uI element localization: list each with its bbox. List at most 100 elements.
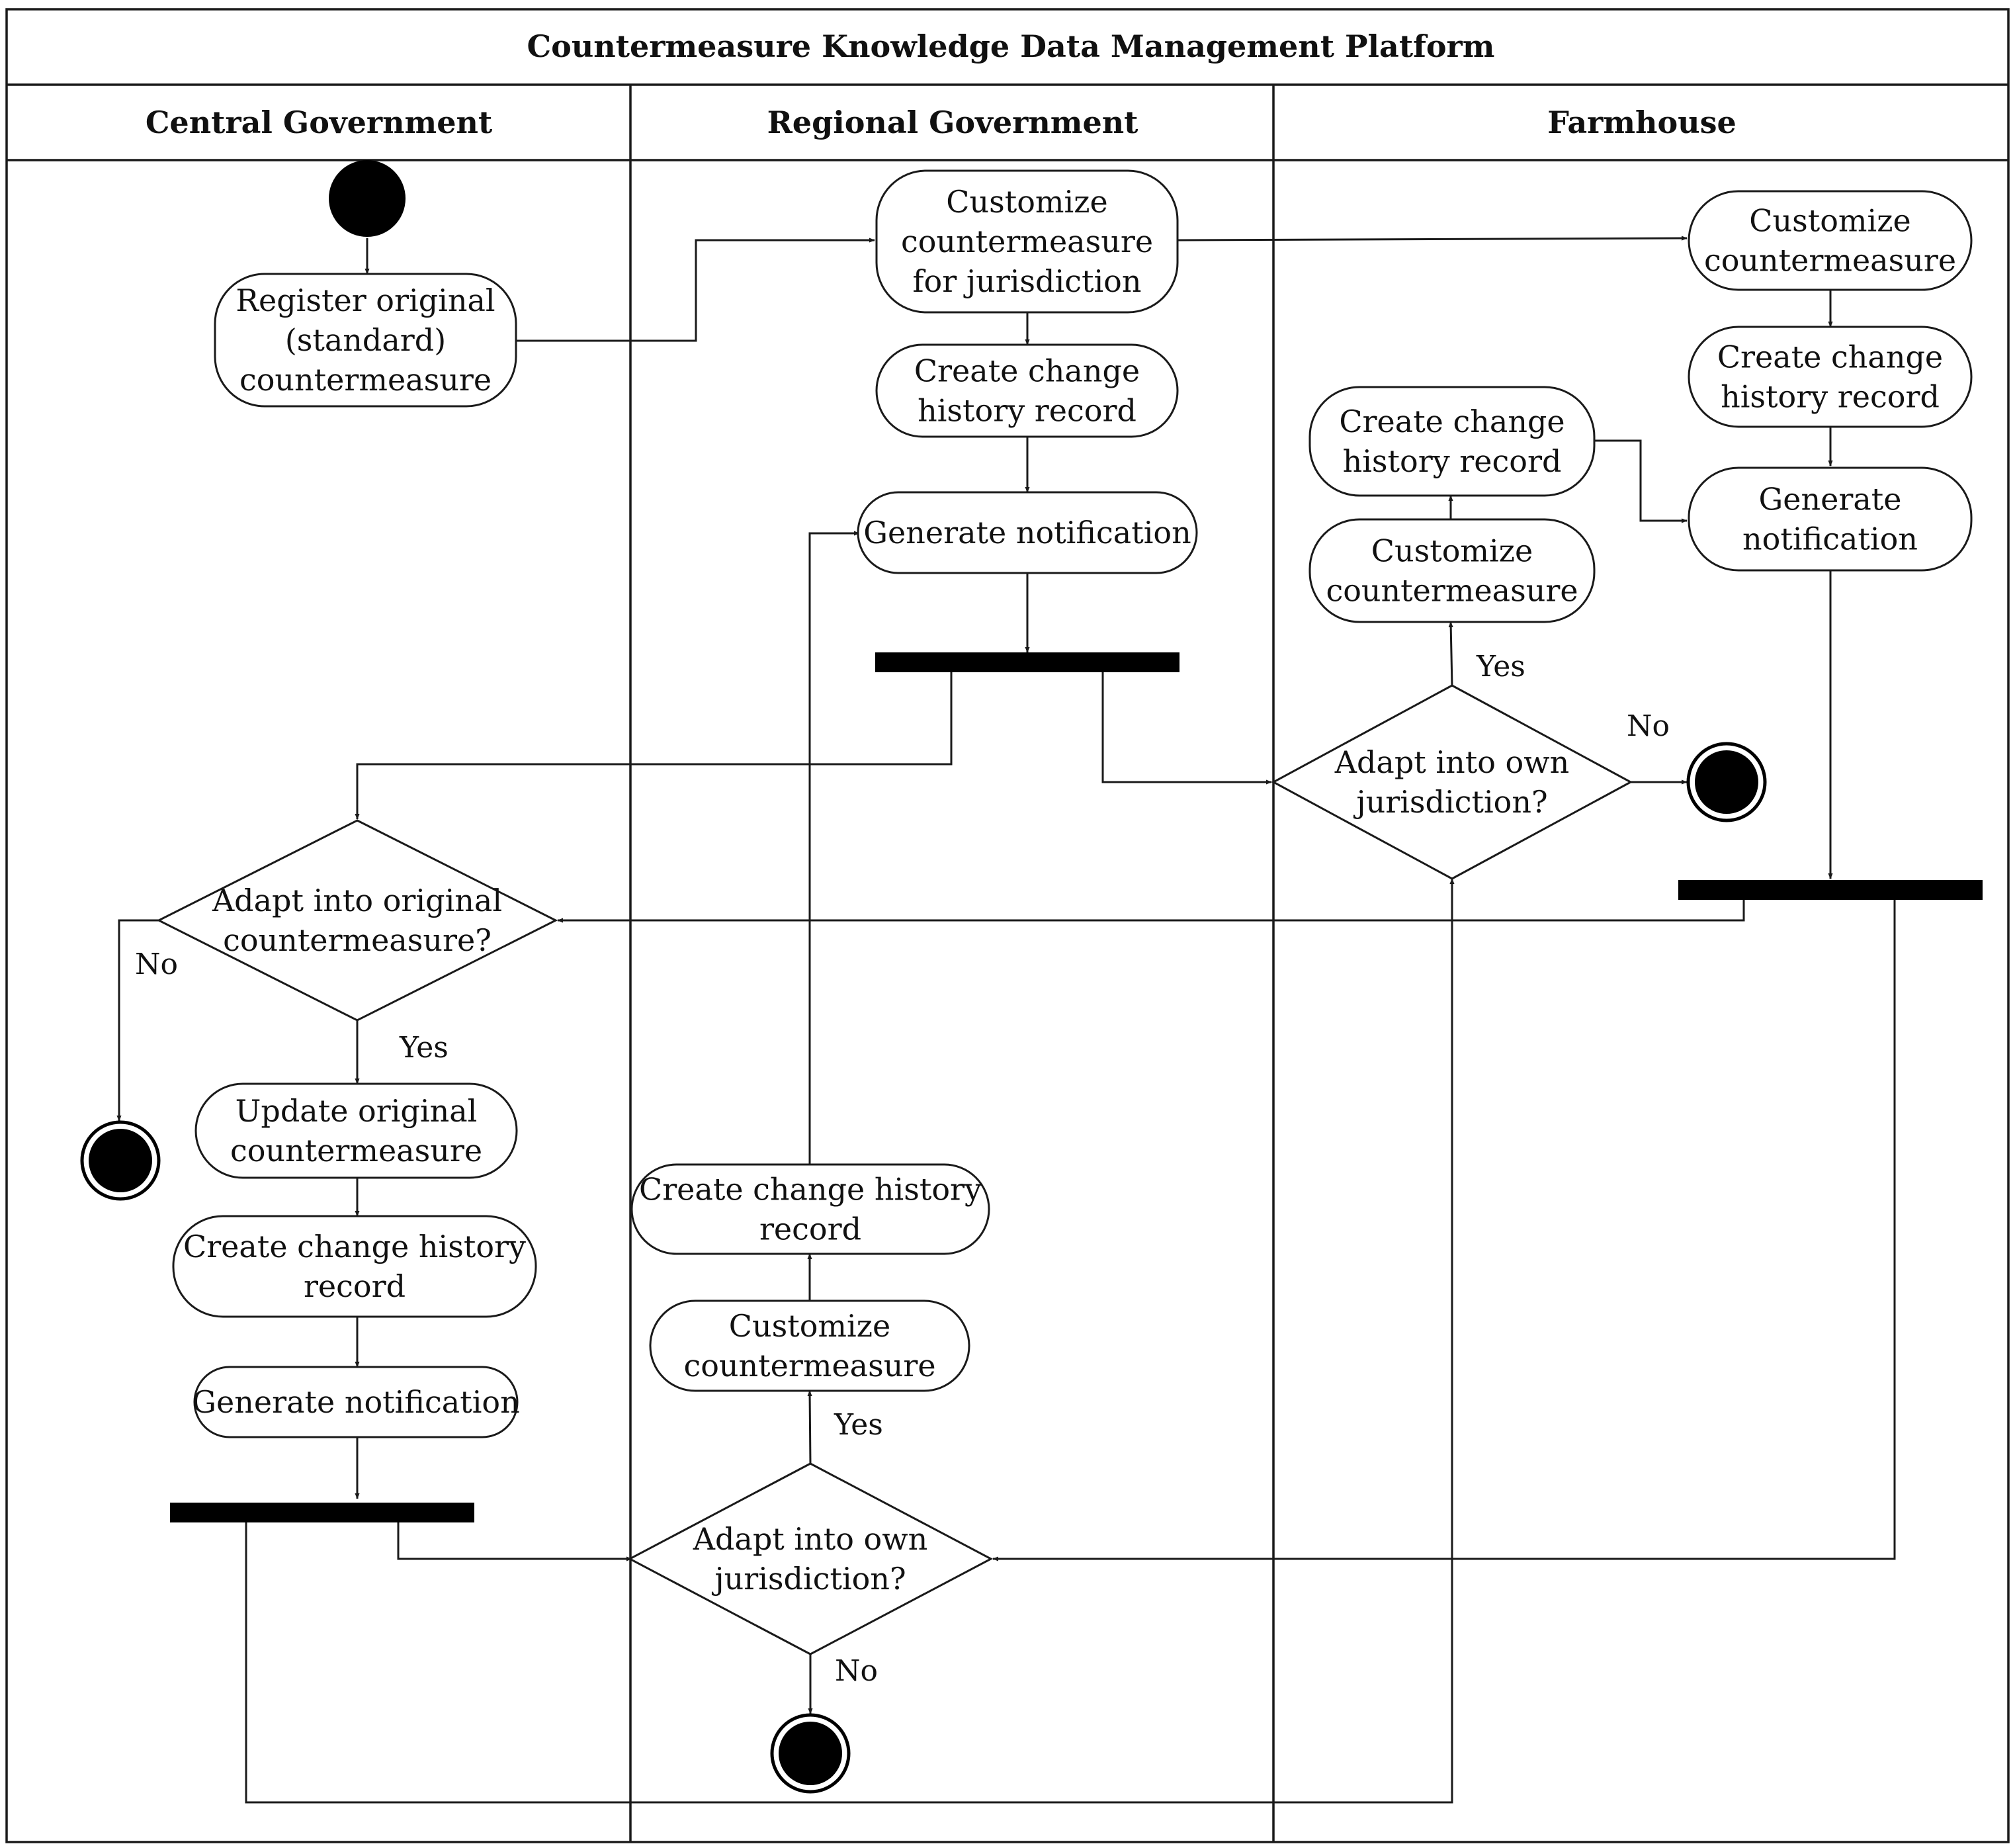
node-label-line: Generate notification — [863, 515, 1191, 550]
node-label-line: countermeasure — [239, 362, 492, 398]
node-label-line: Create change — [1717, 339, 1943, 375]
edge-c-decision-no — [116, 919, 159, 1122]
guard-farmhouse-yes: Yes — [1476, 650, 1525, 683]
node-label-line: record — [304, 1268, 406, 1304]
action-node-r-history: Create change history record — [875, 343, 1179, 438]
final-node-farmhouse — [1686, 742, 1767, 822]
node-label-line: for jurisdiction — [913, 263, 1142, 299]
node-label-line: countermeasure — [901, 224, 1153, 259]
guard-central-no: No — [135, 947, 178, 981]
decision-node-f-decision: Adapt into own jurisdiction? — [1271, 684, 1633, 880]
edge-r2-history-to-r-notify — [808, 531, 860, 1165]
action-shape — [1308, 518, 1596, 623]
action-node-f-customize: Customize countermeasure — [1688, 190, 1973, 291]
guard-regional-yes: Yes — [834, 1408, 883, 1442]
action-node-f2-customize: Customize countermeasure — [1308, 518, 1596, 623]
edge-regional-to-farm-customize — [1177, 236, 1688, 242]
nodes: Register original (standard) countermeasur… — [156, 169, 1973, 1655]
action-shape — [1308, 386, 1596, 497]
edge-r-fork-to-c-decision — [355, 672, 953, 820]
action-node-c-notify: Generate notification — [192, 1366, 520, 1438]
node-label-line: Register original — [236, 283, 495, 318]
guard-regional-no: No — [835, 1654, 878, 1688]
node-label-line: Generate notification — [192, 1384, 519, 1420]
action-node-f-notify: Generate notification — [1688, 466, 1973, 572]
lane-farmhouse: Farmhouse — [1547, 105, 1736, 140]
initial-node — [329, 160, 406, 237]
node-label-line: jurisdiction? — [1353, 784, 1547, 820]
lane-central-government: Central Government — [146, 105, 493, 140]
node-label-line: Customize — [1371, 533, 1533, 569]
node-label-line: Create change — [914, 353, 1140, 389]
node-label-line: record — [759, 1211, 861, 1247]
action-node-r-customize: Customize countermeasure for jurisdiction — [875, 169, 1179, 314]
edge-c-fork-to-f-decision — [245, 878, 1455, 1804]
node-label-line: Create change history — [183, 1229, 526, 1264]
action-node-f2-history: Create change history record — [1308, 386, 1596, 497]
action-shape — [857, 491, 1198, 574]
edge-f-fork-to-c-decision — [557, 900, 1745, 923]
decision-node-c-decision: Adapt into original countermeasure? — [156, 819, 558, 1022]
edge-c-fork-to-r-decision — [397, 1522, 632, 1562]
node-label-line: history record — [918, 393, 1136, 429]
node-label-line: Adapt into own — [693, 1521, 927, 1557]
action-shape — [214, 273, 517, 408]
edge-register-to-regional-customize — [516, 238, 875, 342]
node-label-line: Create change history — [639, 1172, 982, 1208]
node-label-line: notification — [1742, 521, 1918, 557]
node-label-line: (standard) — [285, 322, 446, 358]
node-label-line: history record — [1721, 379, 1940, 415]
node-label-line: jurisdiction? — [711, 1561, 906, 1597]
final-node-regional — [770, 1713, 851, 1794]
fork-bar-farmhouse — [1678, 880, 1983, 900]
decision-shape — [156, 819, 558, 1022]
edge-f2-history-to-notify — [1594, 439, 1688, 523]
node-label-line: Adapt into original — [212, 883, 502, 918]
decision-node-r-decision: Adapt into own jurisdiction? — [627, 1462, 994, 1655]
decision-shape — [627, 1462, 994, 1655]
node-label-line: Create change — [1339, 404, 1565, 439]
diagram-title: Countermeasure Knowledge Data Management… — [527, 28, 1495, 64]
action-node-r-notify: Generate notification — [857, 491, 1198, 574]
action-shape — [193, 1366, 519, 1438]
node-label-line: Generate — [1759, 482, 1902, 517]
node-label-line: countermeasure — [230, 1133, 482, 1168]
action-shape — [1688, 190, 1973, 291]
node-label-line: countermeasure? — [223, 922, 492, 958]
edge-r-fork-to-f-decision — [1101, 672, 1272, 785]
fork-bar-regional — [875, 652, 1179, 672]
edge-f-decision-yes — [1448, 621, 1453, 687]
action-node-c-update: Update original countermeasure — [194, 1082, 518, 1179]
node-label-line: Customize — [946, 184, 1107, 220]
action-shape — [649, 1299, 970, 1392]
action-shape — [194, 1082, 518, 1179]
diagram-frame — [5, 8, 2010, 1843]
edges — [116, 236, 1896, 1804]
node-label-line: Adapt into own — [1334, 744, 1569, 780]
lane-regional-government: Regional Government — [767, 105, 1139, 140]
node-label-line: Customize — [1749, 203, 1910, 239]
node-label-line: Customize — [729, 1308, 890, 1344]
fork-bar-central — [170, 1503, 474, 1522]
guard-central-yes: Yes — [399, 1031, 449, 1065]
action-node-c-history: Create change history record — [172, 1215, 537, 1318]
node-label-line: countermeasure — [1326, 573, 1578, 609]
action-node-c-register: Register original (standard) countermeasur… — [214, 273, 517, 408]
node-label-line: history record — [1343, 443, 1562, 479]
action-shape — [875, 169, 1179, 314]
node-label-line: countermeasure — [683, 1348, 935, 1384]
action-shape — [875, 343, 1179, 438]
action-shape — [630, 1163, 990, 1255]
decision-shape — [1271, 684, 1633, 880]
guard-farmhouse-no: No — [1627, 709, 1670, 743]
action-shape — [1688, 466, 1973, 572]
node-label-line: Update original — [236, 1093, 478, 1129]
action-shape — [172, 1215, 537, 1318]
action-node-f-history: Create change history record — [1688, 326, 1973, 428]
node-label-line: countermeasure — [1704, 243, 1956, 279]
action-shape — [1688, 326, 1973, 428]
action-node-r2-customize: Customize countermeasure — [649, 1299, 970, 1392]
final-node-central — [80, 1120, 161, 1201]
